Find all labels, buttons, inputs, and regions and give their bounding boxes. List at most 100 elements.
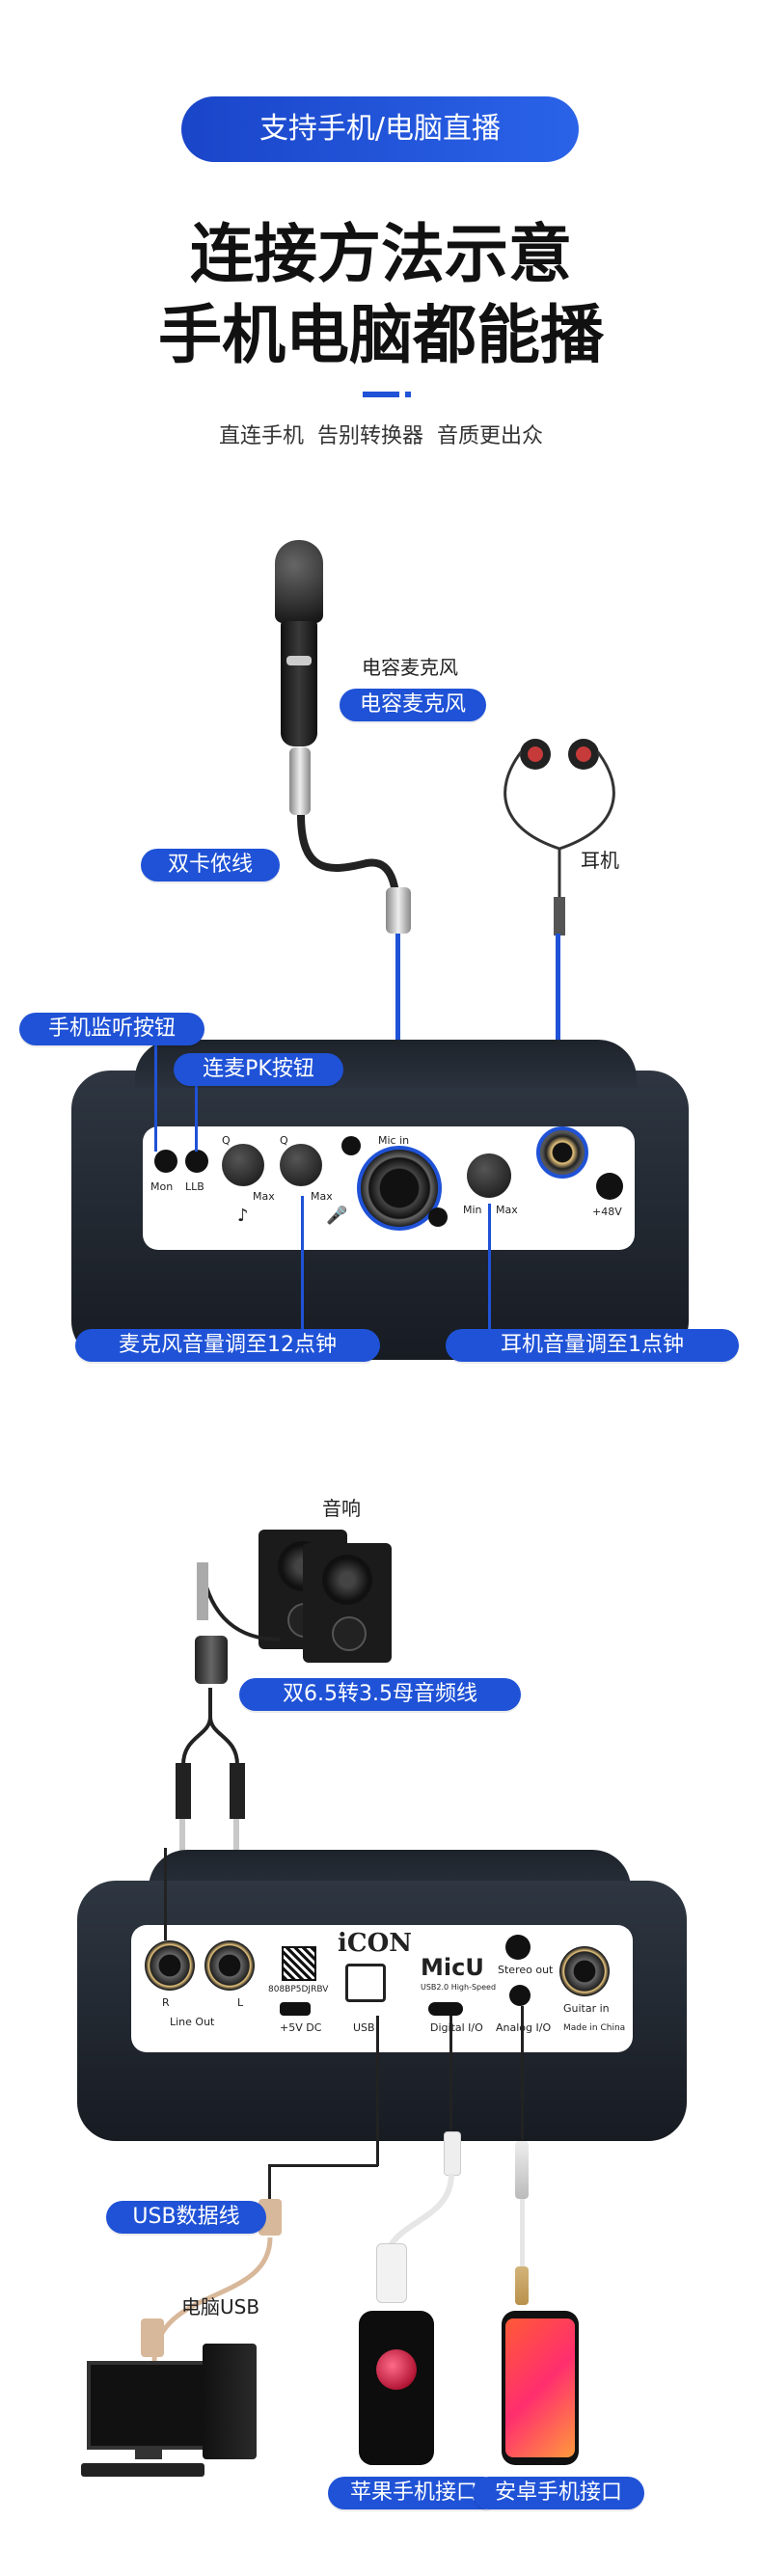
analog-wire xyxy=(521,2006,524,2141)
top-badge: 支持手机/电脑直播 xyxy=(181,96,579,162)
pk-callout-line xyxy=(195,1084,198,1152)
power-text: +5V DC xyxy=(280,2021,322,2034)
analog-jack[interactable] xyxy=(509,1985,531,2006)
usb-text: USB xyxy=(353,2021,375,2034)
usb-wire-down xyxy=(268,2164,271,2199)
line-out-text: Line Out xyxy=(170,2016,215,2028)
audio-cable-tag: 双6.5转3.5母音频线 xyxy=(239,1678,521,1711)
top-badge-text: 支持手机/电脑直播 xyxy=(259,112,502,146)
phantom-text: +48V xyxy=(592,1206,622,1218)
speaker-link-wire xyxy=(164,1848,167,1940)
stereo-out-text: Stereo out xyxy=(498,1964,554,1976)
mon-button[interactable] xyxy=(154,1150,177,1173)
earphones-image xyxy=(503,739,615,935)
made-in-text: Made in China xyxy=(563,2023,626,2033)
mic-label: 电容麦克风 xyxy=(362,656,458,679)
earphone-volume-knob[interactable] xyxy=(467,1153,511,1198)
r-text: R xyxy=(162,1996,170,2009)
mic-volume-callout-line xyxy=(301,1196,304,1331)
xlr-cable-tag: 双卡侬线 xyxy=(141,849,280,881)
pc-stand xyxy=(135,2446,162,2459)
monitor-button-tag: 手机监听按钮 xyxy=(19,1013,204,1045)
llb-text: LLB xyxy=(185,1180,204,1193)
ear-volume-callout-line xyxy=(488,1204,491,1331)
guitar-in-jack[interactable] xyxy=(559,1946,610,1996)
mic-icon: 🎤 xyxy=(326,1206,348,1226)
iphone-image xyxy=(359,2311,434,2465)
mon-text: Mon xyxy=(150,1180,174,1193)
apple-port-tag: 苹果手机接口 xyxy=(328,2477,500,2509)
guitar-in-text: Guitar in xyxy=(563,2002,610,2015)
pc-tower xyxy=(203,2344,257,2459)
title-dot xyxy=(405,392,411,397)
xlr-male-connector xyxy=(386,887,411,934)
small-screw-2 xyxy=(428,1207,448,1227)
digital-text: Digital I/O xyxy=(430,2021,483,2034)
small-screw-1 xyxy=(341,1136,361,1155)
xlr-female-connector xyxy=(289,747,311,815)
usb-a-plug xyxy=(141,2318,164,2357)
guitar-icon: ♪ xyxy=(237,1206,249,1226)
jack-plug-left xyxy=(179,1819,185,1854)
jack-plug-right xyxy=(233,1819,239,1854)
llb-button[interactable] xyxy=(185,1150,208,1173)
split-cable-svg xyxy=(176,1688,245,1819)
phantom-button[interactable] xyxy=(596,1173,623,1200)
usb-wire-vertical xyxy=(376,2016,379,2166)
speaker-right xyxy=(303,1543,392,1663)
serial-text: 808BP5DJRBV xyxy=(268,1985,329,1994)
mic-tag: 电容麦克风 xyxy=(340,689,486,721)
otg-adapter xyxy=(376,2243,407,2303)
mic-in-text: Mic in xyxy=(378,1134,410,1147)
min-text: Min xyxy=(463,1204,482,1216)
headphone-jack[interactable] xyxy=(536,1126,588,1179)
pc-keyboard xyxy=(81,2463,204,2477)
pk-button-tag: 连麦PK按钮 xyxy=(174,1053,343,1086)
l-text: L xyxy=(237,1996,244,2009)
qr-code xyxy=(282,1946,316,1981)
usb-port[interactable] xyxy=(345,1964,386,2002)
microphone-image xyxy=(265,540,333,747)
title-line-1: 连接方法示意 xyxy=(190,217,572,291)
stereo-out-jack[interactable] xyxy=(505,1935,531,1960)
max-text-2: Max xyxy=(311,1190,333,1203)
usb-cable-tag: USB数据线 xyxy=(106,2201,266,2234)
pc-monitor xyxy=(87,2361,214,2450)
q-text-1: Q xyxy=(222,1134,231,1147)
mic-volume-tag: 麦克风音量调至12点钟 xyxy=(75,1329,380,1362)
subtitle: 直连手机 告别转换器 音质更出众 xyxy=(219,424,543,448)
mic-wire xyxy=(395,934,400,1141)
model-sub-text: USB2.0 High-Speed xyxy=(421,1983,497,1992)
line-out-r-jack[interactable] xyxy=(145,1940,195,1991)
usb-wire-horizontal xyxy=(268,2164,378,2167)
analog-plug-bottom xyxy=(515,2266,529,2305)
digital-port[interactable] xyxy=(428,2002,463,2016)
title-line-2: 手机电脑都能播 xyxy=(158,298,604,372)
power-port[interactable] xyxy=(280,2002,311,2016)
female-adapter xyxy=(195,1636,228,1684)
monitor-callout-line xyxy=(154,1044,157,1152)
speaker-label: 音响 xyxy=(322,1497,361,1520)
page-title: 连接方法示意 手机电脑都能播 xyxy=(0,214,762,376)
line-out-l-jack[interactable] xyxy=(204,1940,255,1991)
max-text-3: Max xyxy=(496,1204,518,1216)
model-logo: MicU xyxy=(421,1954,484,1981)
combo-input-jack[interactable] xyxy=(357,1146,442,1231)
max-text-1: Max xyxy=(253,1190,275,1203)
lightning-cable-svg xyxy=(382,2173,454,2277)
q-knob-2[interactable] xyxy=(280,1144,322,1186)
q-knob-1[interactable] xyxy=(222,1144,264,1186)
brand-logo: iCON xyxy=(338,1929,412,1958)
analog-plug xyxy=(515,2141,529,2199)
android-port-tag: 安卓手机接口 xyxy=(473,2477,644,2509)
earphone-label: 耳机 xyxy=(581,849,619,872)
title-underline xyxy=(363,392,399,397)
speaker-cable-svg xyxy=(197,1562,281,1641)
pc-usb-label: 电脑USB xyxy=(181,2295,260,2318)
ear-volume-tag: 耳机音量调至1点钟 xyxy=(446,1329,739,1362)
analog-cable xyxy=(520,2199,525,2295)
earphone-wire xyxy=(556,934,560,1126)
digital-wire xyxy=(449,2016,452,2141)
android-phone-image xyxy=(502,2311,579,2465)
q-text-2: Q xyxy=(280,1134,288,1147)
